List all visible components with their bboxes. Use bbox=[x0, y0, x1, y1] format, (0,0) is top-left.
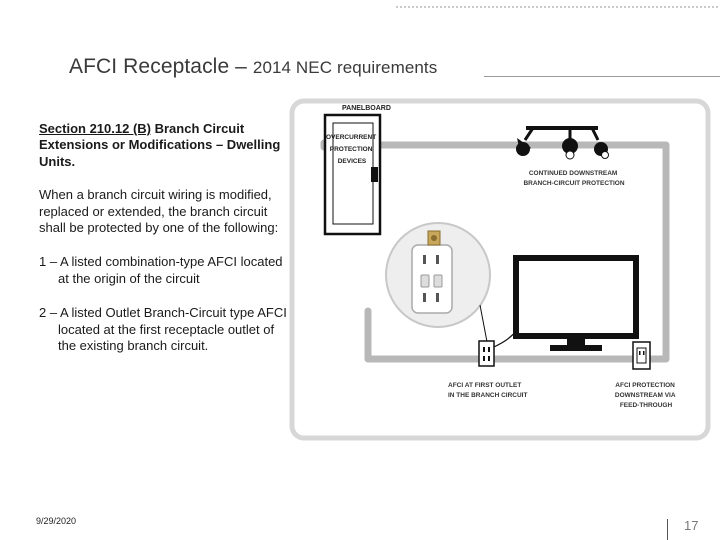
outlet-slot bbox=[423, 255, 426, 264]
tv-stand-base bbox=[550, 345, 602, 351]
footer-divider bbox=[667, 519, 668, 540]
tv-screen bbox=[513, 255, 639, 339]
outlet-slot bbox=[639, 351, 641, 355]
section-heading: Section 210.12 (B) Branch Circuit Extens… bbox=[39, 121, 289, 170]
outlet-slot bbox=[483, 347, 485, 352]
title-tail: 2014 NEC requirements bbox=[252, 58, 438, 77]
outlet-slot bbox=[436, 293, 439, 302]
spotlight-icon bbox=[590, 127, 609, 159]
receptacle-body bbox=[411, 244, 453, 314]
afci-diagram: PANELBOARD OVERCURRENT PROTECTION DEVICE… bbox=[288, 97, 712, 442]
afci-receptacle-closeup bbox=[385, 222, 491, 348]
option-item-2: 2 – A listed Outlet Branch-Circuit type … bbox=[39, 305, 287, 354]
first-outlet-receptacle bbox=[478, 340, 495, 367]
feed-through-line-2: DOWNSTREAM VIA bbox=[615, 392, 676, 399]
first-outlet-line-2: IN THE BRANCH CIRCUIT bbox=[448, 392, 527, 399]
panel-device-line-3: DEVICES bbox=[338, 158, 367, 165]
outlet-slot bbox=[488, 347, 490, 352]
feed-through-face bbox=[636, 347, 647, 364]
diagram-frame bbox=[289, 98, 711, 441]
test-button bbox=[420, 274, 430, 288]
body-text: Section 210.12 (B) Branch Circuit Extens… bbox=[39, 121, 289, 354]
feed-through-receptacle bbox=[632, 341, 651, 370]
afci-diagram-svg: PANELBOARD OVERCURRENT PROTECTION DEVICE… bbox=[289, 98, 711, 441]
option-item-1: 1 – A listed combination-type AFCI locat… bbox=[39, 254, 283, 286]
panelboard: PANELBOARD OVERCURRENT PROTECTION DEVICE… bbox=[323, 105, 391, 236]
light-track bbox=[526, 126, 598, 130]
panelboard-switch bbox=[371, 167, 378, 182]
reset-button bbox=[433, 274, 443, 288]
outlet-slot bbox=[643, 351, 645, 355]
downstream-line-1: CONTINUED DOWNSTREAM bbox=[529, 170, 617, 177]
downstream-text: CONTINUED DOWNSTREAM BRANCH-CIRCUIT PROT… bbox=[523, 170, 624, 187]
top-dotted-rule bbox=[395, 6, 720, 8]
section-reference: Section 210.12 (B) bbox=[39, 121, 151, 136]
first-outlet-plate bbox=[478, 340, 495, 367]
feed-through-text: AFCI PROTECTION DOWNSTREAM VIA FEED-THRO… bbox=[615, 382, 677, 409]
title-rule bbox=[484, 76, 720, 77]
television bbox=[513, 255, 639, 351]
section-heading-rest: Branch Circuit Extensions or Modificatio… bbox=[39, 121, 281, 169]
panelboard-label: PANELBOARD bbox=[342, 105, 391, 112]
track-light-fixtures bbox=[516, 126, 609, 160]
tv-stand-neck bbox=[567, 337, 585, 346]
slide-title: AFCI Receptacle – 2014 NEC requirements bbox=[69, 55, 437, 79]
page-number: 17 bbox=[684, 518, 699, 533]
feed-through-line-1: AFCI PROTECTION bbox=[615, 382, 675, 389]
feed-through-line-3: FEED-THROUGH bbox=[620, 402, 673, 409]
title-main: AFCI Receptacle – bbox=[69, 55, 253, 78]
panel-device-text: OVERCURRENT PROTECTION DEVICES bbox=[326, 134, 378, 165]
first-outlet-line-1: AFCI AT FIRST OUTLET bbox=[448, 382, 521, 389]
panelboard-inner bbox=[332, 122, 374, 225]
outlet-slot bbox=[436, 255, 439, 264]
panel-device-line-2: PROTECTION bbox=[330, 146, 373, 153]
footer-date: 9/29/2020 bbox=[36, 516, 77, 526]
panel-device-line-1: OVERCURRENT bbox=[326, 134, 376, 141]
first-outlet-text: AFCI AT FIRST OUTLET IN THE BRANCH CIRCU… bbox=[448, 382, 527, 399]
intro-paragraph: When a branch circuit wiring is modified… bbox=[39, 187, 279, 236]
spotlight-icon bbox=[562, 128, 578, 160]
terminal-screw bbox=[431, 235, 437, 241]
outlet-slot bbox=[483, 356, 485, 361]
tv-power-cord bbox=[493, 328, 519, 348]
outlet-slot bbox=[423, 293, 426, 302]
downstream-line-2: BRANCH-CIRCUIT PROTECTION bbox=[523, 180, 624, 187]
outlet-slot bbox=[488, 356, 490, 361]
closeup-pointer bbox=[479, 304, 489, 348]
spotlight-icon bbox=[516, 127, 535, 156]
